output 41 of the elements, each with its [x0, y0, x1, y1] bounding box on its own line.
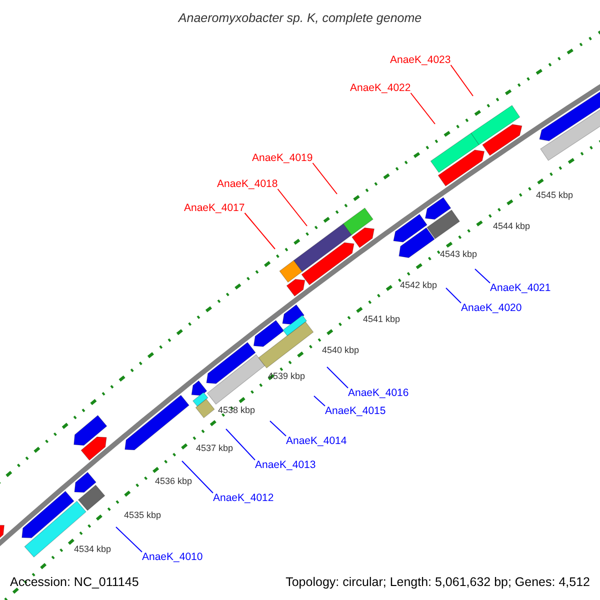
position-label: 4541 kbp — [363, 313, 400, 325]
leader-line — [450, 64, 474, 96]
diagram-title: Anaeromyxobacter sp. K, complete genome — [176, 10, 423, 27]
position-label: 4544 kbp — [493, 220, 530, 232]
position-label: 4540 kbp — [322, 344, 360, 356]
leader-line — [182, 460, 214, 494]
leader-line — [277, 188, 308, 226]
position-label: 4543 kbp — [440, 248, 478, 260]
gene-label: AnaeK_4019 — [252, 151, 313, 165]
leader-line — [312, 162, 338, 194]
leader-line — [116, 526, 142, 552]
position-label: 4535 kbp — [124, 509, 162, 521]
gene-label: AnaeK_4010 — [142, 550, 203, 564]
genome-stats-text: Topology: circular; Length: 5,061,632 bp; Genes: 4,512 — [286, 574, 590, 590]
leader-line — [244, 212, 276, 250]
gene-label: AnaeK_4022 — [350, 81, 411, 95]
position-label: 4537 kbp — [196, 442, 234, 454]
gene-label: AnaeK_4020 — [461, 301, 522, 315]
position-label: 4534 kbp — [74, 543, 112, 555]
leader-line — [446, 288, 462, 304]
position-label: 4536 kbp — [155, 475, 192, 487]
leader-line — [226, 428, 256, 460]
gene-label: AnaeK_4013 — [255, 458, 316, 472]
leader-line — [270, 420, 286, 436]
gene-label: AnaeK_4014 — [286, 434, 347, 448]
gene-label: AnaeK_4018 — [217, 177, 278, 191]
accession-text: Accession: NC_011145 — [10, 574, 139, 590]
gene-label: AnaeK_4017 — [184, 201, 245, 215]
position-label: 4545 kbp — [536, 189, 574, 201]
leader-line — [326, 366, 348, 388]
leader-line — [474, 268, 490, 284]
gene-label: AnaeK_4016 — [348, 386, 409, 400]
gene-label: AnaeK_4023 — [390, 53, 451, 67]
leader-line — [410, 92, 436, 124]
position-label: 4538 kbp — [218, 404, 256, 416]
position-label: 4542 kbp — [400, 279, 438, 291]
gene-label: AnaeK_4015 — [325, 404, 386, 418]
position-label: 4539 kbp — [268, 370, 306, 382]
gene-label: AnaeK_4021 — [490, 281, 551, 295]
gene-label: AnaeK_4012 — [213, 491, 274, 505]
leader-line — [314, 396, 326, 406]
